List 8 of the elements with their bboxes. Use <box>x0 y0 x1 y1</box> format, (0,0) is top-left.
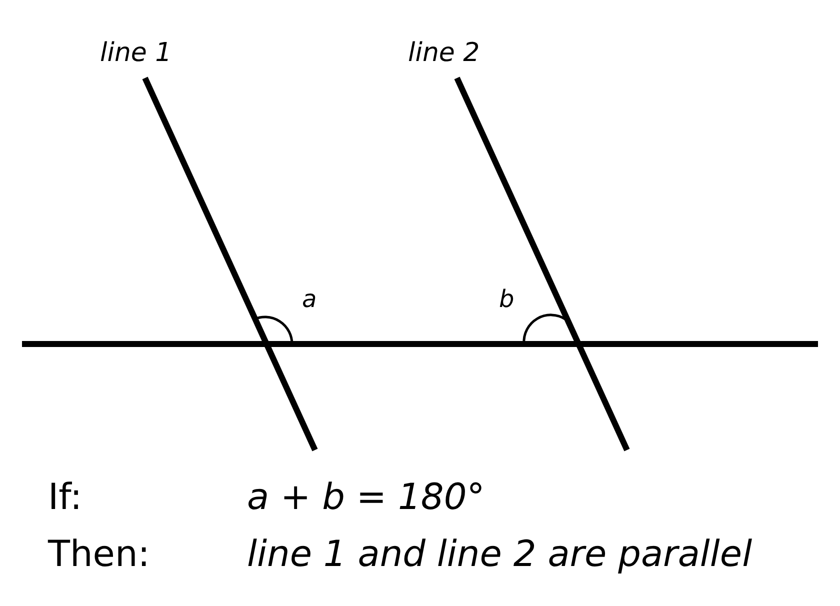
condition-heading: If: <box>48 480 82 516</box>
conclusion-text: line 1 and line 2 are parallel <box>247 537 752 573</box>
angle-label: b <box>499 287 514 311</box>
line-label: line 1 <box>100 40 172 66</box>
angle-label: a <box>302 287 317 311</box>
conclusion-heading: Then: <box>48 537 150 573</box>
condition-equation: a + b = 180° <box>247 480 485 516</box>
line-label: line 2 <box>408 40 480 66</box>
